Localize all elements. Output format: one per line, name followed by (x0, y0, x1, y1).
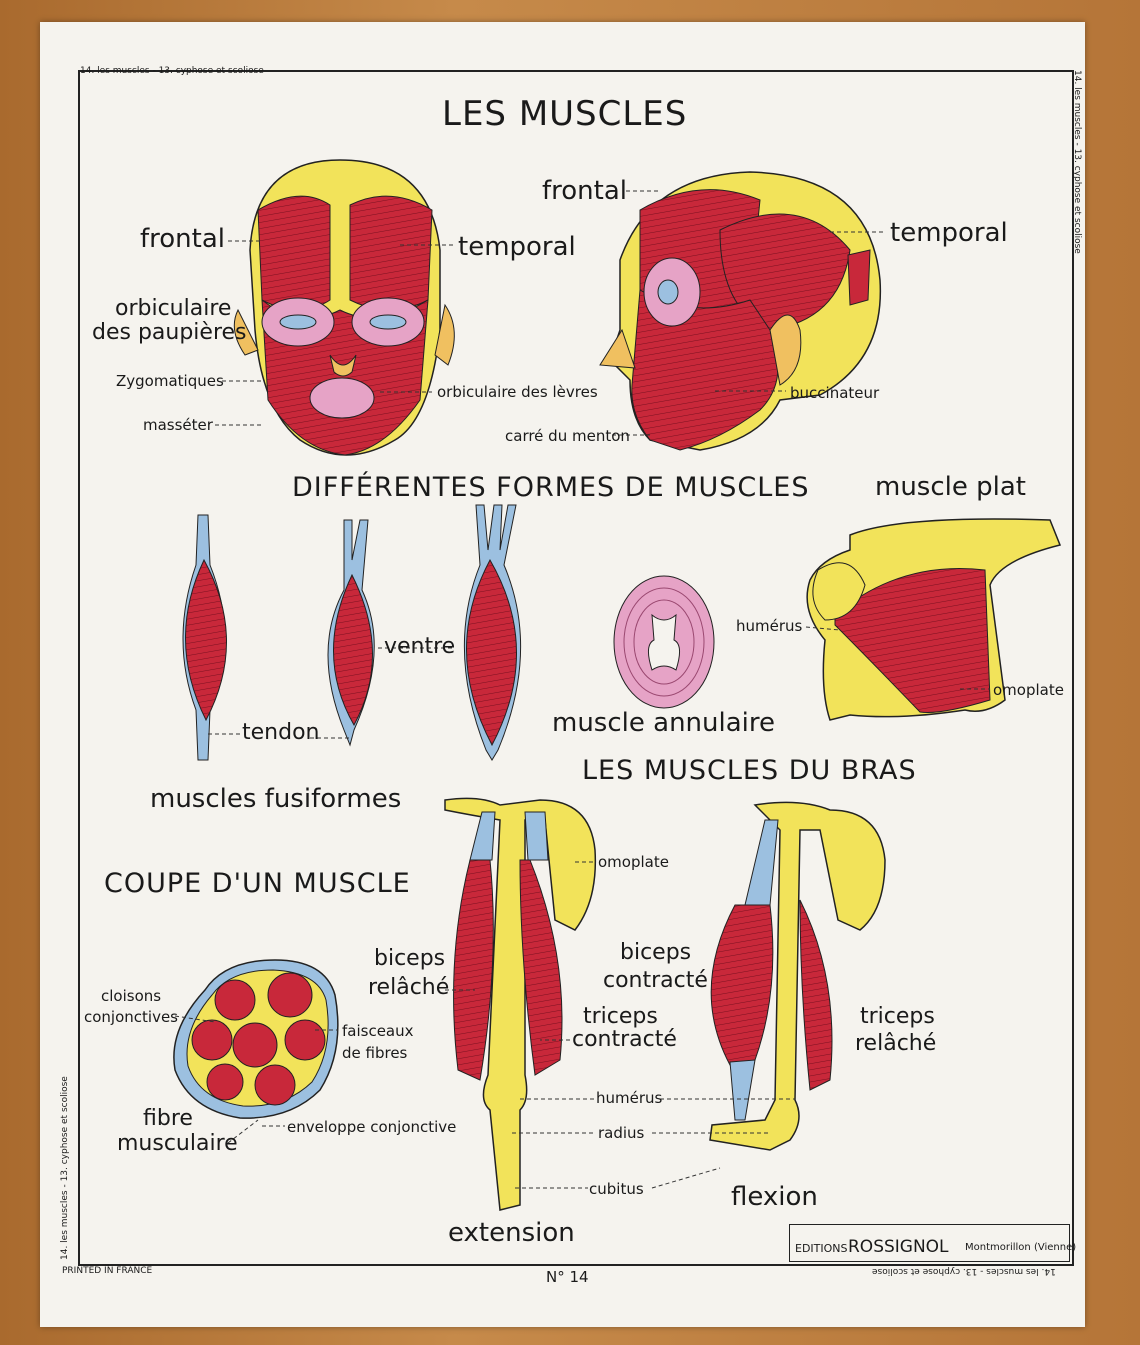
label-triceps-contracte-2: contracté (572, 1027, 677, 1052)
label-fibre-2: musculaire (117, 1131, 238, 1156)
muscle-cross-section-illustration (173, 959, 339, 1119)
leader-lines (174, 190, 990, 1189)
label-faisceaux-1: faisceaux (342, 1022, 414, 1040)
edge-caption-top: 14. les muscles - 13. cyphose et scolios… (80, 66, 264, 76)
label-flexion: flexion (731, 1182, 818, 1212)
label-humerus-bras: humérus (596, 1089, 663, 1107)
label-temporal-side: temporal (890, 218, 1008, 248)
poster-border (78, 70, 1074, 1266)
edge-caption-bottom: 14. les muscles - 13. cyphose et scolios… (872, 1266, 1056, 1276)
label-fusiformes: muscles fusiformes (150, 784, 402, 814)
label-extension: extension (448, 1218, 575, 1248)
publisher-place: Montmorillon (Vienne) (965, 1242, 1077, 1253)
publisher-editions: EDITIONS (795, 1242, 848, 1255)
label-masseter: masséter (143, 416, 213, 434)
label-omoplate-bras: omoplate (598, 853, 669, 871)
heading-bras: LES MUSCLES DU BRAS (582, 755, 917, 786)
publisher-box (789, 1224, 1070, 1262)
label-orbiculaire-1: orbiculaire (115, 296, 232, 321)
face-front-illustration (233, 159, 455, 456)
plate-number: N° 14 (546, 1268, 589, 1286)
edge-caption-left: 14. les muscles - 13. cyphose et scolios… (60, 1076, 70, 1260)
arm-flexion-illustration (709, 801, 886, 1151)
label-muscle-plat: muscle plat (875, 472, 1026, 502)
page-title: LES MUSCLES (442, 94, 688, 134)
label-faisceaux-2: de fibres (342, 1044, 408, 1062)
fusiform-muscles-illustration (182, 504, 522, 761)
label-orbiculaire-levres: orbiculaire des lèvres (437, 383, 598, 401)
label-biceps-contracte-2: contracté (603, 968, 708, 993)
label-tendon: tendon (242, 720, 320, 745)
label-carre-menton: carré du menton (505, 427, 630, 445)
label-cloisons-2: conjonctives (84, 1008, 178, 1026)
label-biceps-relache-2: relâché (368, 975, 450, 1000)
label-frontal-front: frontal (140, 224, 226, 254)
label-cubitus: cubitus (589, 1180, 644, 1198)
label-biceps-contracte-1: biceps (620, 940, 692, 965)
annular-muscle-illustration (613, 575, 715, 709)
heading-coupe: COUPE D'UN MUSCLE (104, 868, 411, 899)
label-cloisons-1: cloisons (101, 987, 162, 1005)
arm-extension-illustration (444, 797, 597, 1211)
label-orbiculaire-2: des paupières (92, 320, 247, 345)
label-triceps-relache-2: relâché (855, 1031, 937, 1056)
label-omoplate-plat: omoplate (993, 681, 1064, 699)
label-ventre: ventre (384, 634, 456, 659)
label-humerus-plat: humérus (736, 617, 803, 635)
label-fibre-1: fibre (143, 1106, 193, 1131)
label-triceps-contracte-1: triceps (583, 1004, 658, 1029)
label-frontal-side: frontal (542, 176, 628, 206)
label-radius: radius (598, 1124, 645, 1142)
label-enveloppe: enveloppe conjonctive (287, 1118, 457, 1136)
heading-formes: DIFFÉRENTES FORMES DE MUSCLES (292, 472, 810, 503)
label-temporal-front: temporal (458, 232, 576, 262)
label-buccinateur: buccinateur (790, 384, 880, 402)
label-biceps-relache-1: biceps (374, 946, 446, 971)
flat-muscle-illustration (806, 518, 1062, 721)
label-annulaire: muscle annulaire (552, 708, 775, 738)
label-triceps-relache-1: triceps (860, 1004, 935, 1029)
publisher-name: ROSSIGNOL (848, 1237, 949, 1257)
edge-caption-right: 14. les muscles - 13. cyphose et scolios… (1072, 70, 1082, 254)
face-side-illustration (599, 171, 882, 451)
label-zygomatiques: Zygomatiques (116, 372, 224, 390)
printed-in-france: PRINTED IN FRANCE (62, 1266, 153, 1276)
